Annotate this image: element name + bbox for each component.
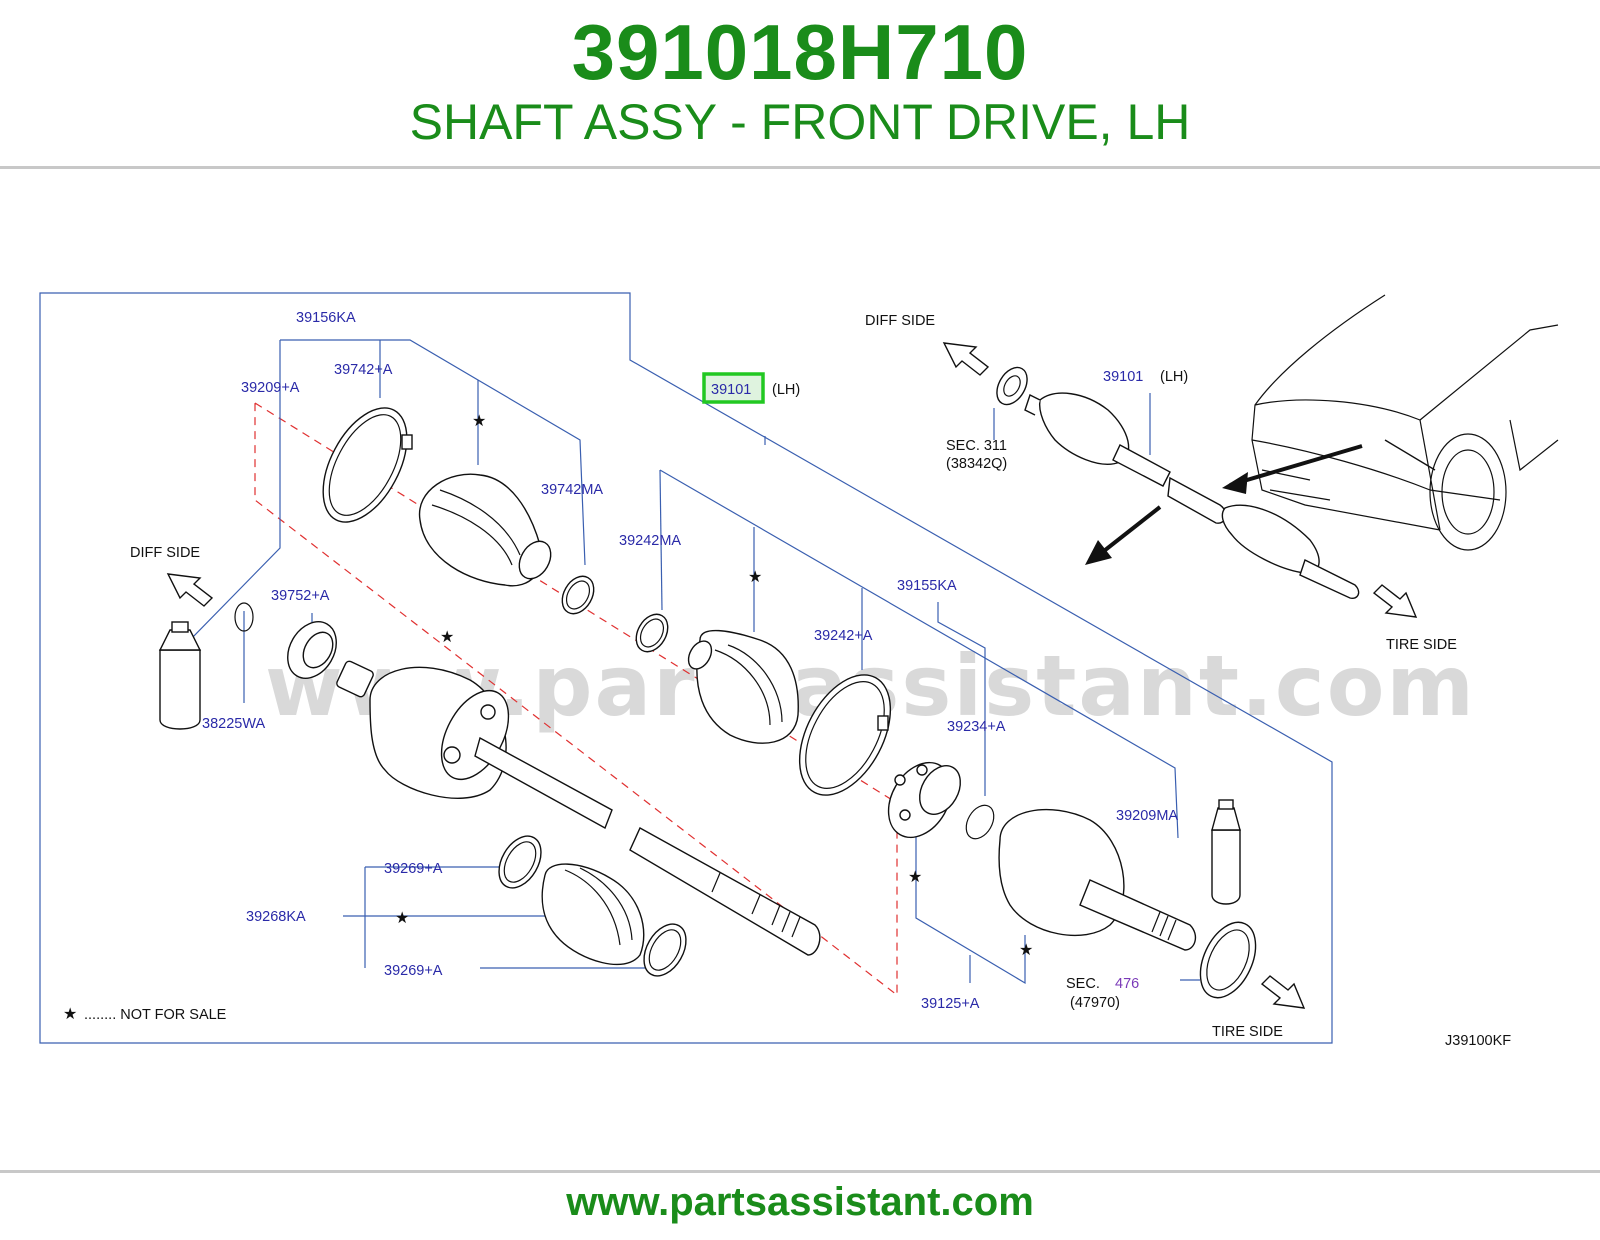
sensor-rotor-47970 [1199,921,1257,999]
dashed-section-box [254,401,898,997]
label-39209MA[interactable]: 39209MA [1116,808,1178,824]
vehicle-inset [942,294,1559,618]
tire-side-label: TIRE SIDE [1212,1024,1283,1040]
label-39156KA[interactable]: 39156KA [296,310,356,326]
diagram-code: J39100KF [1445,1033,1511,1049]
seal-39752A [287,621,337,679]
label-39242A[interactable]: 39242+A [814,628,873,644]
label-39742A[interactable]: 39742+A [334,362,393,378]
inset-sec-311-label[interactable]: SEC. 311 [946,438,1007,454]
inset-label-lh: (LH) [1160,369,1188,385]
label-47970: (47970) [1070,995,1120,1011]
center-boot-39268KA [541,863,645,966]
clamp-band-39242A [798,674,892,796]
header-divider [0,166,1600,169]
highlight-box-39101[interactable] [702,372,765,404]
diff-side-arrow-left [166,573,214,607]
snap-ring-39234A [965,804,995,840]
label-39242MA[interactable]: 39242MA [619,533,681,549]
label-39209A[interactable]: 39209+A [241,380,300,396]
cv-boot-inner [418,473,552,587]
clamp-39742MA [561,575,595,615]
label-39234A[interactable]: 39234+A [947,719,1006,735]
label-39269A-top[interactable]: 39269+A [384,861,443,877]
inset-label-39101[interactable]: 39101 [1103,369,1143,385]
inset-labels: DIFF SIDE 39101 (LH) SEC. 311 (38342Q) T… [865,313,1457,653]
footer-url[interactable]: www.partsassistant.com [566,1180,1034,1224]
outer-joint-housing [998,808,1197,951]
svg-text:★: ★ [63,1004,77,1023]
boot-plug-right [1211,799,1241,905]
svg-text:★: ★ [748,567,762,586]
svg-text:★: ★ [1019,940,1033,959]
ball-cage-39125A [887,761,961,839]
clamp-band-39742A [322,407,413,523]
boot-plug-left [158,621,202,730]
clamp-39242MA [635,613,669,653]
label-39101-highlighted[interactable]: 39101 [711,382,751,398]
drive-shaft [474,736,821,956]
not-for-sale-legend: ........ NOT FOR SALE [84,1007,227,1023]
footer-divider [0,1170,1600,1173]
header: 391018H710 SHAFT ASSY - FRONT DRIVE, LH [0,0,1600,168]
svg-text:★: ★ [908,867,922,886]
diagram-frame [39,292,1333,1044]
part-labels: 39156KA 39742+A 39209+A 39742MA 39242MA … [84,310,1511,1049]
label-39269A-bottom[interactable]: 39269+A [384,963,443,979]
label-38225WA[interactable]: 38225WA [202,716,265,732]
svg-text:★: ★ [440,627,454,646]
snap-ring-38225WA [234,602,254,632]
label-39742MA[interactable]: 39742MA [541,482,603,498]
cv-boot-outer [687,629,799,744]
label-39268KA[interactable]: 39268KA [246,909,306,925]
svg-text:★: ★ [395,908,409,927]
tire-side-arrow-bottom [1260,975,1306,1009]
label-39752A[interactable]: 39752+A [271,588,330,604]
not-for-sale-marks: ★ ★ ★ ★ ★ ★ ★ [63,411,1033,1023]
inset-diff-side-label: DIFF SIDE [865,313,935,329]
svg-text:★: ★ [472,411,486,430]
label-39101-lh: (LH) [772,382,800,398]
part-number-title: 391018H710 [571,8,1029,96]
clamp-39269A-bottom [643,923,687,977]
label-sec-476: SEC. [1066,976,1100,992]
inset-38342q-label: (38342Q) [946,456,1007,472]
label-sec-476-number[interactable]: 476 [1115,976,1139,992]
label-39125A[interactable]: 39125+A [921,996,980,1012]
clamp-39269A-top [498,835,542,889]
label-39155KA[interactable]: 39155KA [897,578,957,594]
inset-tire-side-label: TIRE SIDE [1386,637,1457,653]
part-description: SHAFT ASSY - FRONT DRIVE, LH [409,94,1191,150]
diff-side-label: DIFF SIDE [130,545,200,561]
